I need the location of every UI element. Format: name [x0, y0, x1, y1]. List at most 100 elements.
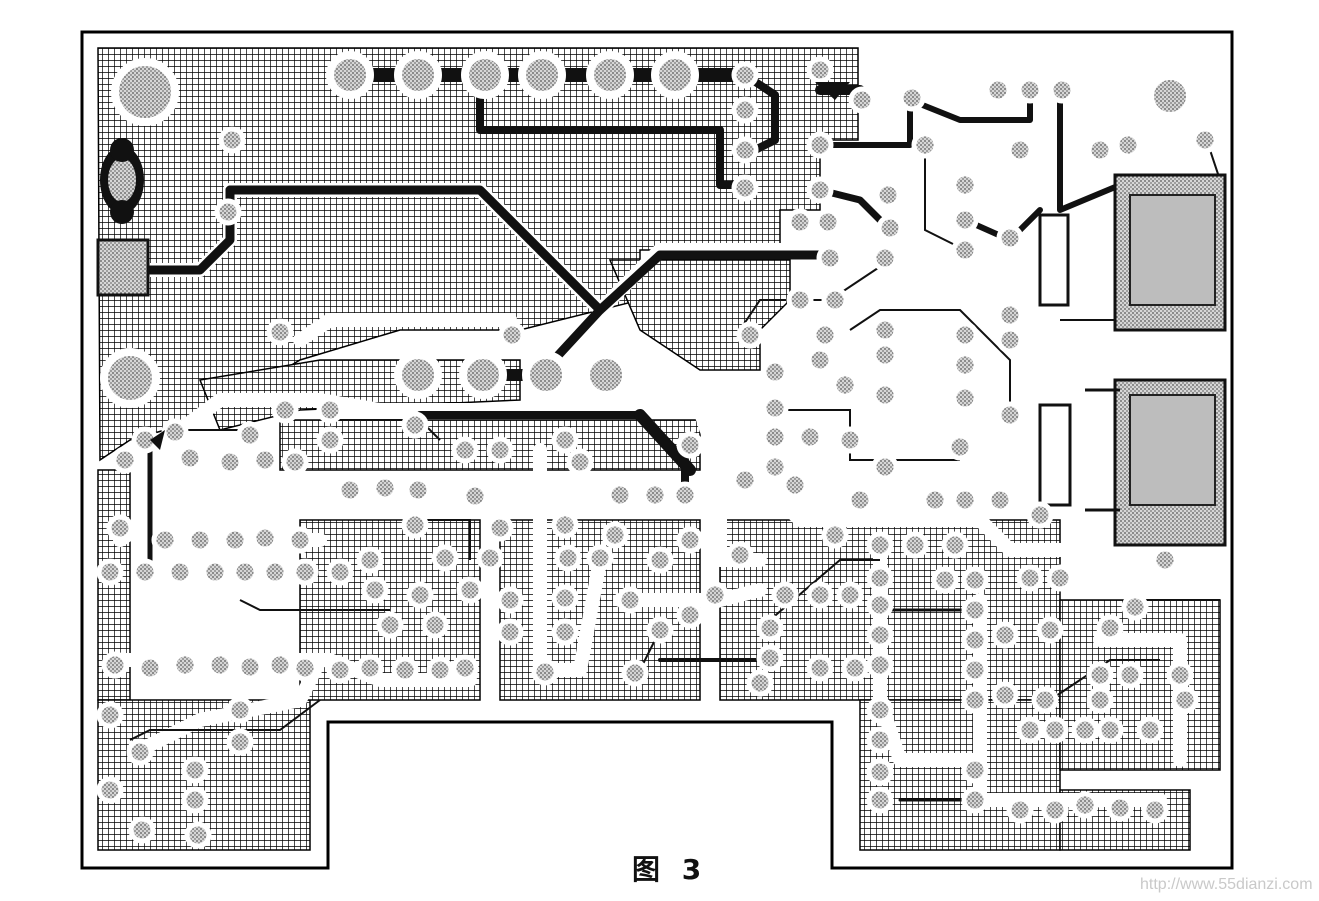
via-pad — [761, 423, 789, 451]
via-pad — [226, 728, 254, 756]
power-input-footprint — [96, 146, 150, 297]
via-pad — [131, 558, 159, 586]
via-pad — [1006, 796, 1034, 824]
via-pad — [701, 581, 729, 609]
via-pad — [831, 371, 859, 399]
via-pad — [181, 756, 209, 784]
via-pad — [761, 453, 789, 481]
via-pad — [991, 621, 1019, 649]
via-pad — [391, 656, 419, 684]
via-pad — [951, 486, 979, 514]
via-pad — [731, 136, 759, 164]
via-pad — [554, 544, 582, 572]
via-pad — [961, 596, 989, 624]
via-pad — [731, 96, 759, 124]
via-pad — [401, 411, 429, 439]
via-pad — [646, 546, 674, 574]
via-pad — [356, 654, 384, 682]
via-pad — [814, 208, 842, 236]
via-pad — [1041, 716, 1069, 744]
via-pad — [991, 681, 1019, 709]
via-pad — [151, 526, 179, 554]
via-pad — [866, 758, 894, 786]
via-pad — [128, 816, 156, 844]
via-pad — [731, 174, 759, 202]
via-pad — [566, 448, 594, 476]
via-pad — [461, 482, 489, 510]
via-pad — [431, 544, 459, 572]
via-pad — [866, 621, 894, 649]
via-pad — [356, 546, 384, 574]
via-pad — [676, 431, 704, 459]
via-pad — [786, 208, 814, 236]
via-pad — [406, 581, 434, 609]
via-pad — [1036, 616, 1064, 644]
via-pad — [848, 86, 876, 114]
via-pad — [816, 244, 844, 272]
via-pad — [601, 521, 629, 549]
via-pad — [336, 476, 364, 504]
via-pad — [206, 651, 234, 679]
via-pad — [1096, 614, 1124, 642]
via-pad — [781, 471, 809, 499]
via-pad — [291, 654, 319, 682]
via-pad — [806, 654, 834, 682]
via-pad — [606, 481, 634, 509]
via-pad — [876, 214, 904, 242]
via-pad — [946, 433, 974, 461]
via-pad — [871, 316, 899, 344]
via-pad — [236, 653, 264, 681]
via-pad — [951, 171, 979, 199]
via-pad — [426, 656, 454, 684]
via-pad — [218, 126, 246, 154]
via-pad — [736, 321, 764, 349]
via-pad — [214, 198, 242, 226]
watermark-url: http://www.55dianzi.com — [1140, 876, 1313, 893]
via-pad — [1114, 131, 1142, 159]
via-pad — [931, 566, 959, 594]
via-pad — [161, 418, 189, 446]
figure-caption: 图 3 — [632, 853, 708, 886]
via-pad — [1141, 796, 1169, 824]
via-pad — [166, 558, 194, 586]
via-pad — [551, 584, 579, 612]
via-pad — [836, 426, 864, 454]
via-pad — [266, 318, 294, 346]
via-pad — [551, 511, 579, 539]
via-pad — [951, 206, 979, 234]
via-pad — [676, 601, 704, 629]
via-pad — [1016, 564, 1044, 592]
via-pad — [951, 321, 979, 349]
via-pad — [836, 581, 864, 609]
via-pad — [961, 566, 989, 594]
via-pad — [961, 786, 989, 814]
via-pad — [371, 474, 399, 502]
via-pad — [961, 626, 989, 654]
via-pad — [551, 618, 579, 646]
via-pad — [326, 656, 354, 684]
via-pad — [951, 351, 979, 379]
via-pad — [941, 531, 969, 559]
via-pad — [846, 486, 874, 514]
via-pad — [1048, 76, 1076, 104]
via-pad — [731, 466, 759, 494]
via-pad — [451, 654, 479, 682]
via-pad — [136, 654, 164, 682]
via-pad — [961, 756, 989, 784]
via-pad — [806, 346, 834, 374]
via-pad — [1026, 501, 1054, 529]
via-pad — [726, 541, 754, 569]
via-pad — [291, 558, 319, 586]
via-pad — [261, 558, 289, 586]
large-pads — [326, 51, 699, 399]
via-pad — [496, 586, 524, 614]
via-pad — [126, 738, 154, 766]
via-pad — [476, 544, 504, 572]
via-pad — [961, 686, 989, 714]
via-pad — [821, 521, 849, 549]
via-pad — [756, 614, 784, 642]
via-pad — [421, 611, 449, 639]
via-pad — [961, 656, 989, 684]
via-pad — [1171, 686, 1199, 714]
via-pad — [96, 558, 124, 586]
